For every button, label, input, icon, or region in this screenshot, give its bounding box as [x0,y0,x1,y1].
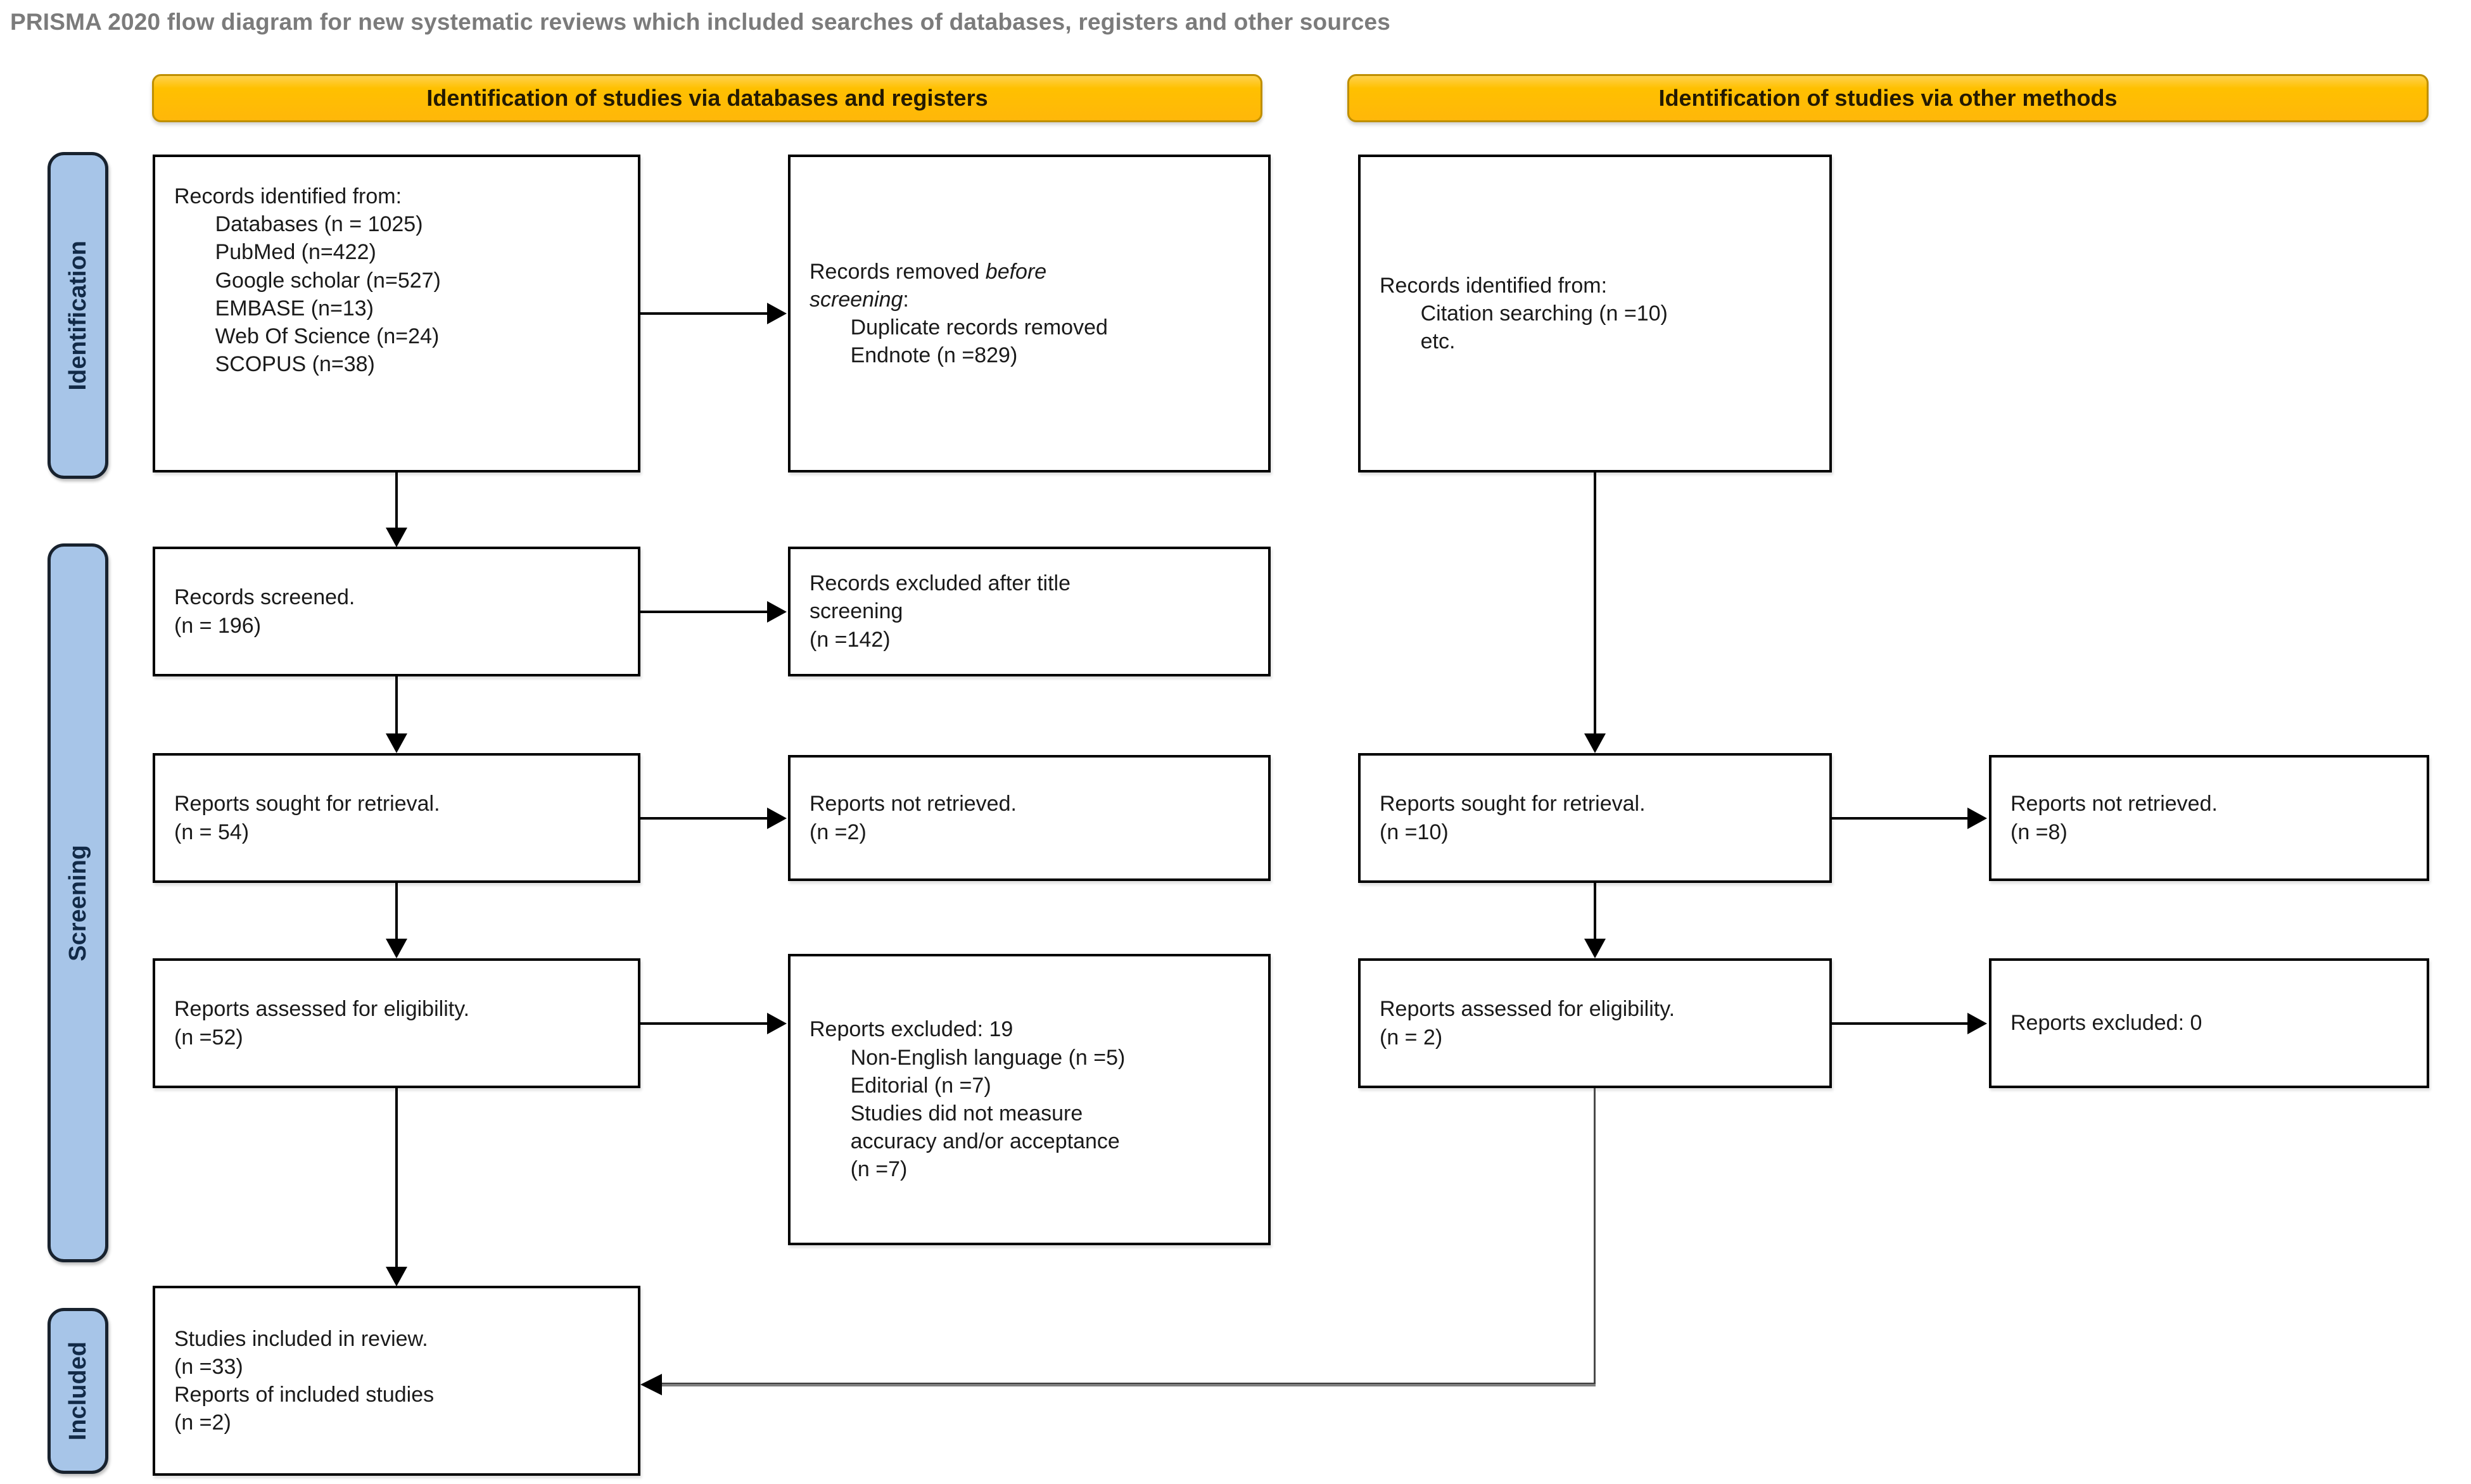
connector-assessed-to-included-line [395,1088,398,1267]
sidebar-included-label: Included [64,1341,91,1441]
connector-assessed-other-to-included-vertical-line [1594,1088,1596,1385]
box-reports-not-retrieved-db-text: Reports not retrieved.(n =2) [810,792,1017,844]
box-reports-assessed-db-text: Reports assessed for eligibility.(n =52) [174,997,470,1050]
box-records-identified-other: Records identified from:Citation searchi… [1358,155,1832,472]
box-reports-not-retrieved-other: Reports not retrieved.(n =8) [1989,755,2429,881]
connector-sought-to-assessed-other-line [1594,883,1596,939]
connector-sought-to-assessed-other-arrowhead-icon [1584,939,1606,958]
box-reports-excluded-other: Reports excluded: 0 [1989,958,2429,1088]
box-reports-not-retrieved-other-text: Reports not retrieved.(n =8) [2010,792,2218,844]
connector-identified-to-screened-line [395,472,398,528]
connector-assessed-other-to-included-arrowhead-icon [640,1374,662,1395]
box-records-screened-text: Records screened.(n = 196) [174,585,355,638]
connector-sought-to-notretrieved-other-line [1832,817,1967,820]
box-reports-sought-db-text: Reports sought for retrieval.(n = 54) [174,792,440,844]
sidebar-screening-label: Screening [64,844,91,961]
box-records-identified-other-text: Records identified from:Citation searchi… [1380,273,1668,354]
connector-sought-to-notretrieved-db-arrowhead-icon [767,808,787,829]
connector-sought-to-assessed-db-line [395,883,398,939]
box-studies-included-text: Studies included in review.(n =33)Report… [174,1326,435,1435]
box-reports-excluded-other-text: Reports excluded: 0 [2010,1011,2202,1036]
connector-sought-to-notretrieved-db-line [640,817,767,820]
sidebar-identification: Identification [48,152,108,479]
box-records-screened: Records screened.(n = 196) [153,547,640,676]
connector-screened-to-excluded-line [640,611,767,613]
connector-assessed-to-excluded-other-line [1832,1022,1967,1025]
box-reports-sought-other: Reports sought for retrieval.(n =10) [1358,753,1832,883]
box-studies-included: Studies included in review.(n =33)Report… [153,1286,640,1476]
box-reports-not-retrieved-db: Reports not retrieved.(n =2) [788,755,1271,881]
connector-sought-to-notretrieved-other-arrowhead-icon [1967,808,1987,829]
connector-screened-to-excluded-arrowhead-icon [767,601,787,623]
sidebar-included: Included [48,1308,108,1474]
banner-other-methods: Identification of studies via other meth… [1347,74,2429,122]
diagram-title: PRISMA 2020 flow diagram for new systema… [10,9,1391,35]
box-reports-sought-db: Reports sought for retrieval.(n = 54) [153,753,640,883]
connector-identified-to-removed-line [640,312,767,315]
connector-identified-to-removed-arrowhead-icon [767,303,787,324]
box-reports-assessed-other: Reports assessed for eligibility.(n = 2) [1358,958,1832,1088]
box-records-identified-databases: Records identified from:Databases (n = 1… [153,155,640,472]
connector-assessed-to-excluded-db-line [640,1022,767,1025]
connector-assessed-to-excluded-db-arrowhead-icon [767,1013,787,1034]
connector-identified-other-to-sought-line [1594,472,1596,734]
box-records-identified-databases-text: Records identified from:Databases (n = 1… [174,184,441,377]
box-reports-assessed-db: Reports assessed for eligibility.(n =52) [153,958,640,1088]
sidebar-identification-label: Identification [64,240,91,391]
box-reports-assessed-other-text: Reports assessed for eligibility.(n = 2) [1380,997,1675,1050]
connector-assessed-to-excluded-other-arrowhead-icon [1967,1013,1987,1034]
connector-screened-to-sought-arrowhead-icon [386,733,407,753]
connector-assessed-other-to-included-horizontal-line [662,1383,1596,1386]
box-reports-sought-other-text: Reports sought for retrieval.(n =10) [1380,792,1646,844]
connector-sought-to-assessed-db-arrowhead-icon [386,939,407,958]
banner-databases-registers: Identification of studies via databases … [152,74,1262,122]
sidebar-screening: Screening [48,543,108,1262]
connector-assessed-to-included-arrowhead-icon [386,1267,407,1286]
connector-identified-other-to-sought-arrowhead-icon [1584,733,1606,753]
connector-identified-to-screened-arrowhead-icon [386,528,407,547]
connector-screened-to-sought-line [395,676,398,733]
